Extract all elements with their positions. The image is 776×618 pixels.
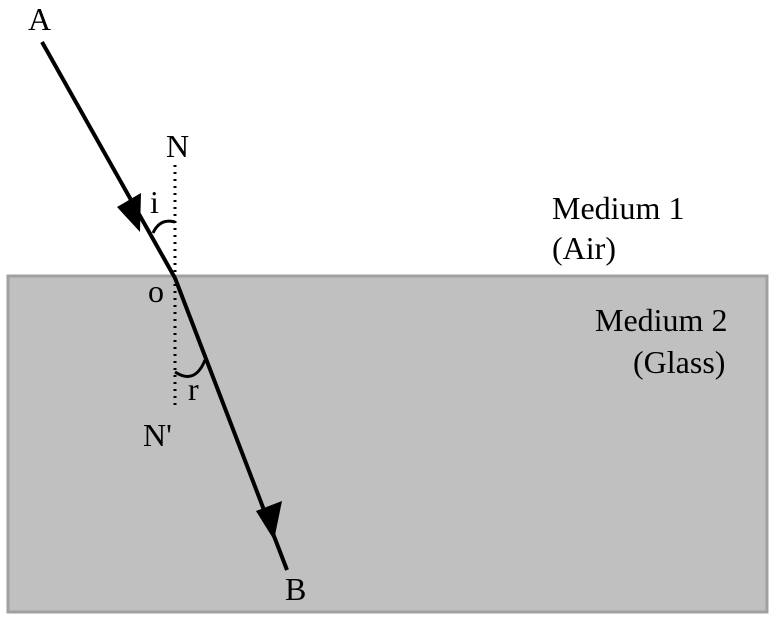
- label-n-prime: N': [143, 417, 172, 453]
- incident-arrowhead: [117, 193, 141, 232]
- medium2-name: Medium 2: [595, 302, 727, 338]
- label-a: A: [28, 1, 51, 37]
- label-b: B: [285, 571, 306, 607]
- glass-medium: [6, 274, 769, 614]
- refracted-arrowhead: [256, 501, 282, 540]
- incident-ray: [40, 41, 177, 279]
- medium1-material: (Air): [552, 230, 616, 266]
- medium2-material: (Glass): [633, 344, 725, 380]
- label-i: i: [150, 184, 159, 220]
- label-n: N: [166, 128, 189, 164]
- angle-i-arc: [151, 219, 176, 234]
- label-o: o: [148, 273, 164, 309]
- medium1-name: Medium 1: [552, 190, 684, 226]
- label-r: r: [188, 371, 199, 407]
- angle-r-arc: [174, 359, 207, 378]
